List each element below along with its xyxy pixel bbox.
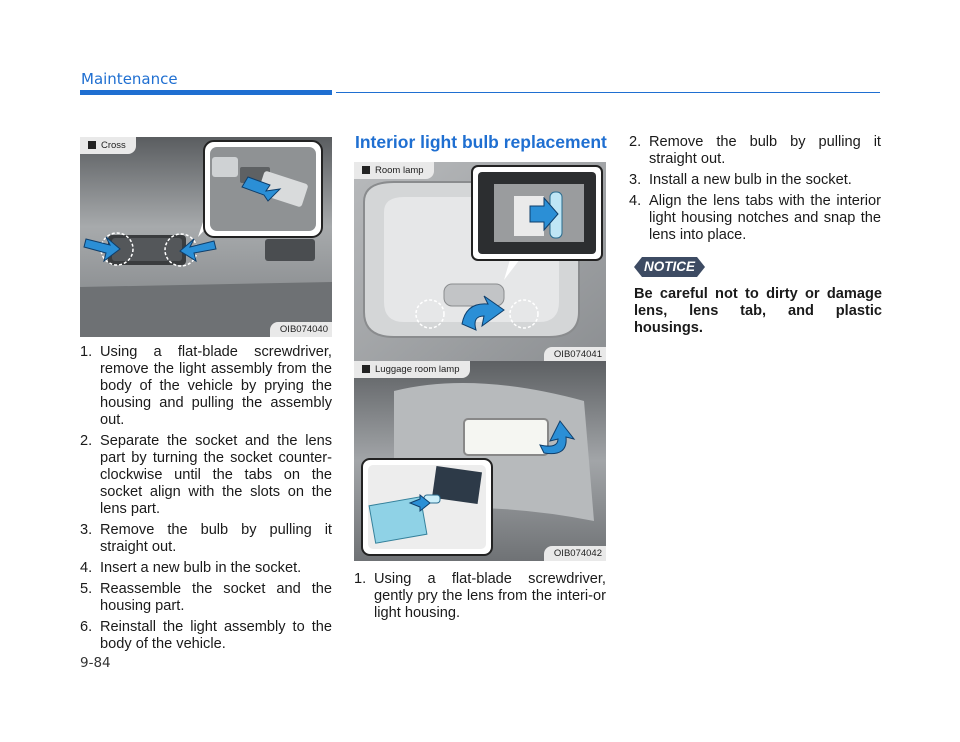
figure-code: OIB074040 xyxy=(269,322,332,337)
room-lamp-photo: Room lamp OIB074041 xyxy=(354,162,606,362)
list-item: 3.Remove the bulb by pulling it straight… xyxy=(80,522,332,555)
list-item: 4.Insert a new bulb in the socket. xyxy=(80,560,302,576)
figure-label: Luggage room lamp xyxy=(354,361,470,378)
list-item: 4.Align the lens tabs with the interior … xyxy=(629,193,881,243)
notice-text: Be careful not to dirty or damage lens, … xyxy=(634,286,882,336)
section-header: Maintenance xyxy=(81,70,178,88)
interior-light-steps-continued: 2.Remove the bulb by pulling it straight… xyxy=(629,134,881,248)
list-item: 3.Install a new bulb in the socket. xyxy=(629,172,852,188)
notice-badge: NOTICE xyxy=(634,257,705,277)
luggage-lamp-photo: Luggage room lamp OIB074042 xyxy=(354,361,606,561)
list-item: 1.Using a flat-blade screwdriver, remove… xyxy=(80,344,332,428)
header-rule-thin xyxy=(336,92,880,93)
list-item: 2.Separate the socket and the lens part … xyxy=(80,433,332,517)
interior-light-steps: 1.Using a flat-blade screwdriver, gently… xyxy=(354,571,606,626)
figure-label: Room lamp xyxy=(354,162,434,179)
figure-label: Cross xyxy=(80,137,136,154)
figure-code: OIB074042 xyxy=(543,546,606,561)
list-item: 1.Using a flat-blade screwdriver, gently… xyxy=(354,571,606,621)
list-item: 6.Reinstall the light assembly to the bo… xyxy=(80,619,332,652)
cross-lamp-photo: Cross OIB074040 xyxy=(80,137,332,337)
list-item: 5.Reassemble the socket and the housing … xyxy=(80,581,332,614)
page-number: 9-84 xyxy=(80,655,111,671)
figure-code: OIB074041 xyxy=(543,347,606,362)
section-title: Interior light bulb replacement xyxy=(355,132,607,152)
list-item: 2.Remove the bulb by pulling it straight… xyxy=(629,134,881,167)
header-rule-thick xyxy=(80,90,332,95)
cross-lamp-steps: 1.Using a flat-blade screwdriver, remove… xyxy=(80,344,332,657)
